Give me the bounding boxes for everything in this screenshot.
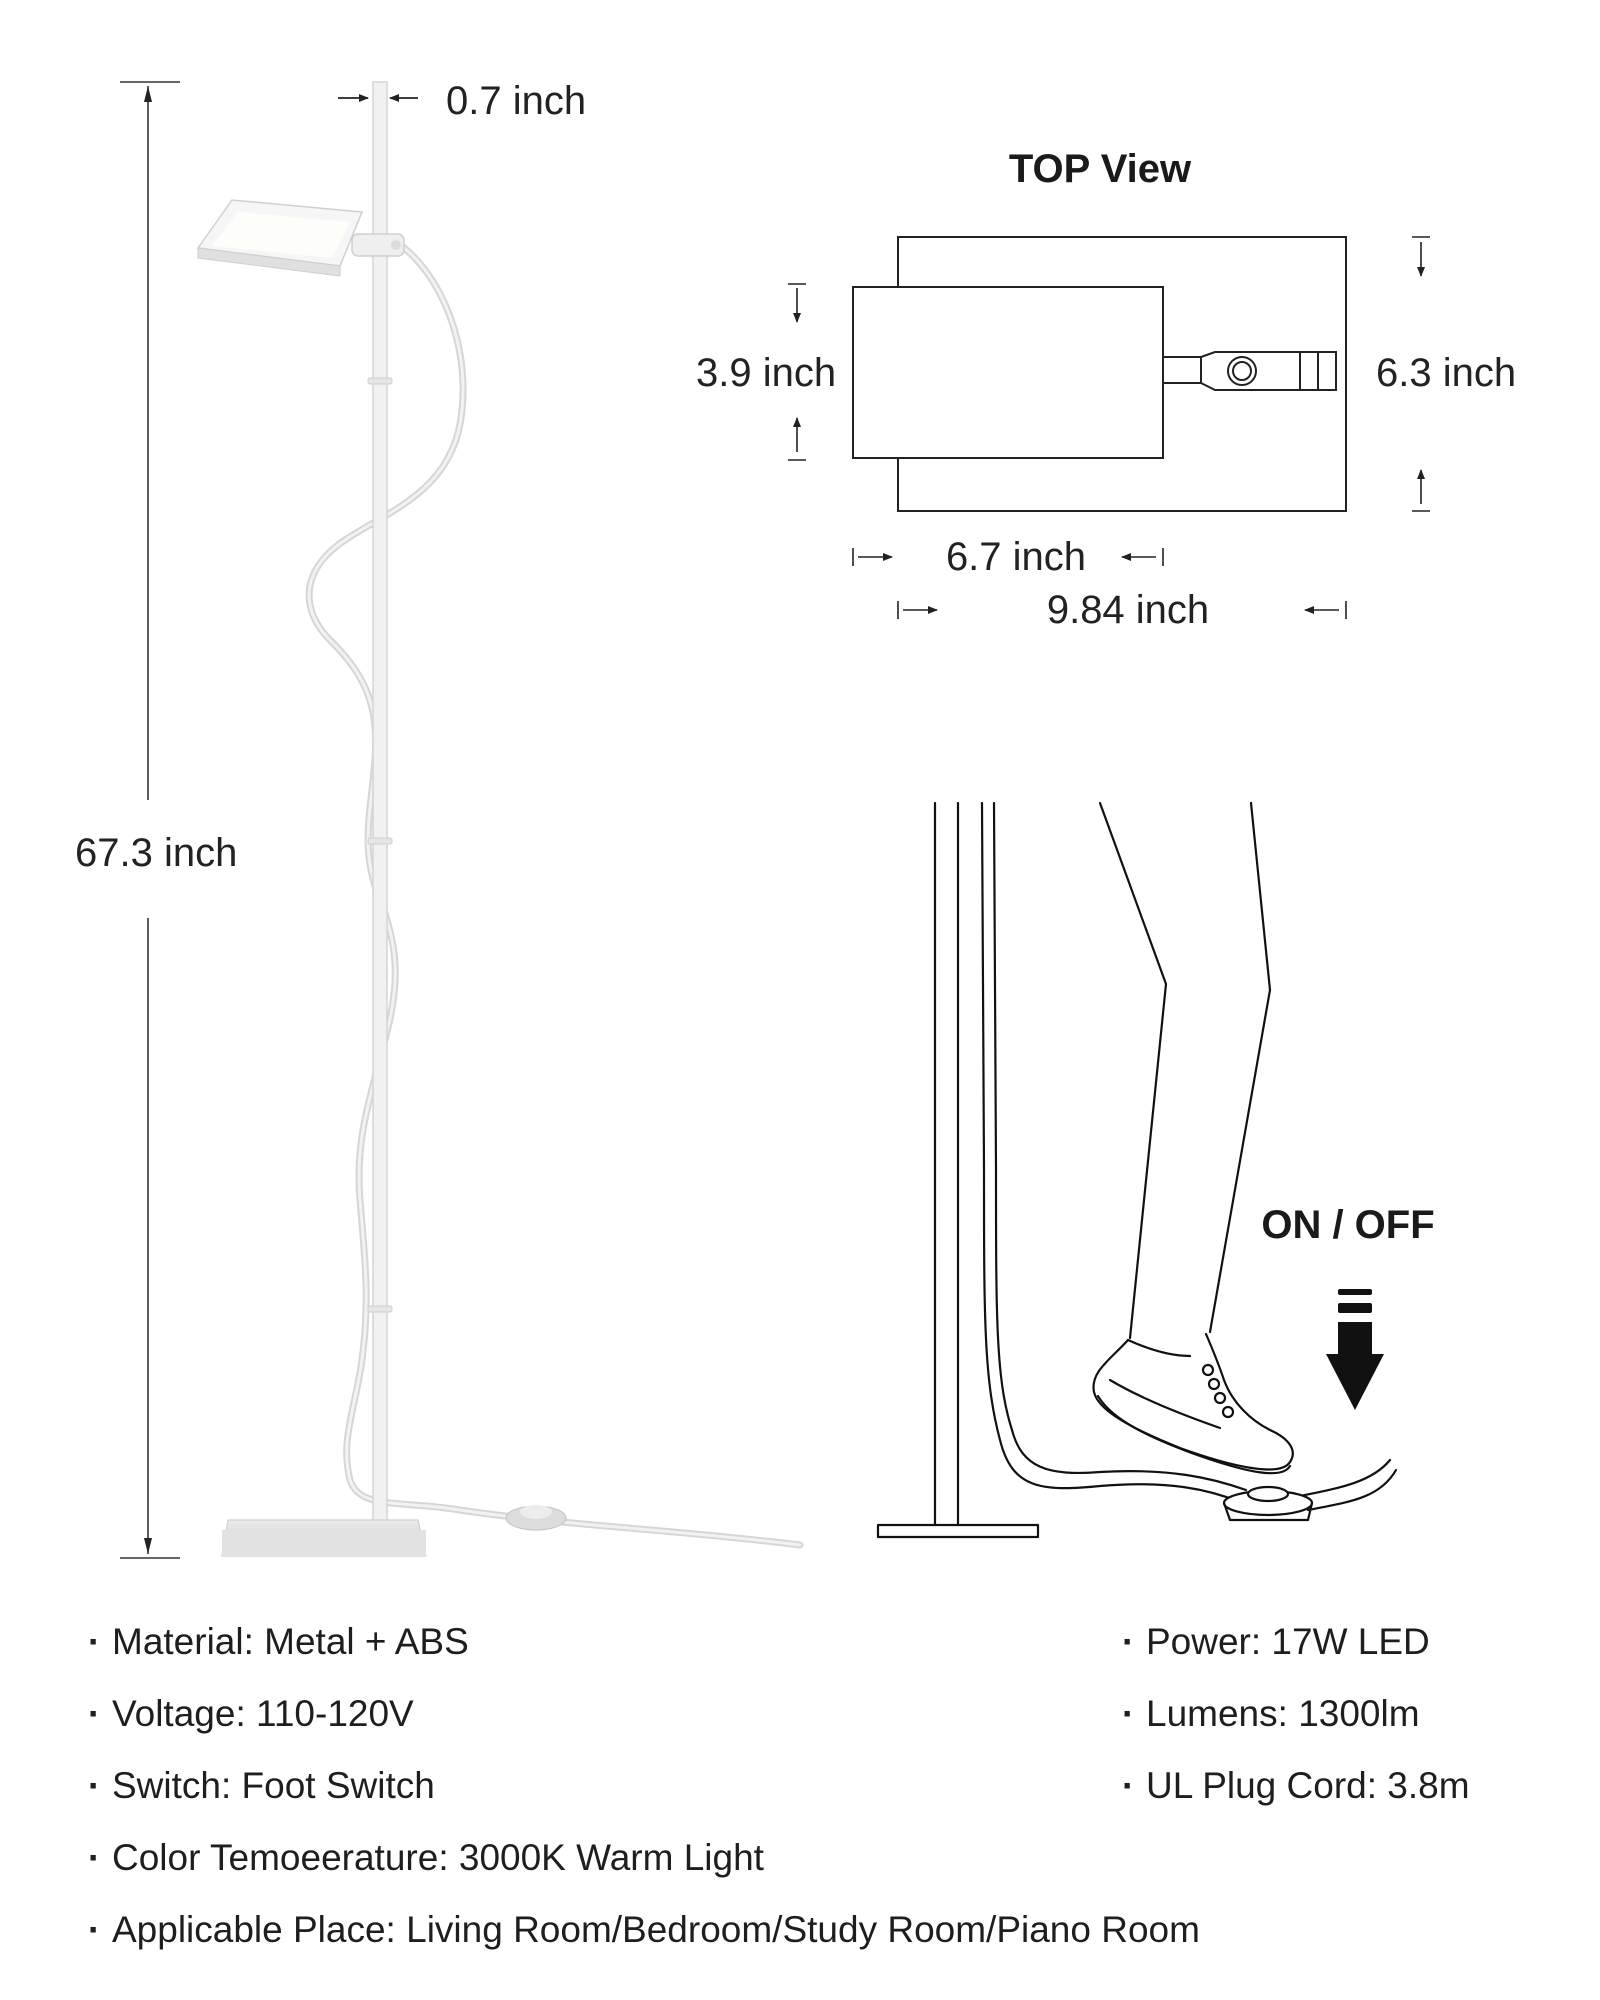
height-label: 67.3 inch bbox=[75, 831, 237, 875]
height-dimension-line bbox=[120, 81, 180, 1559]
spec-text: Voltage: 110-120V bbox=[112, 1693, 414, 1734]
spec-power: · Power: 17W LED bbox=[1122, 1620, 1430, 1664]
spec-plug-cord: · UL Plug Cord: 3.8m bbox=[1122, 1764, 1470, 1808]
head-depth-label: 3.9 inch bbox=[696, 351, 836, 395]
floor-lamp-illustration: 67.3 inch 0.7 inch bbox=[75, 79, 804, 1559]
base-width-dimension bbox=[897, 601, 1347, 619]
spec-text: UL Plug Cord: 3.8m bbox=[1146, 1765, 1470, 1806]
bullet: · bbox=[1122, 1765, 1135, 1806]
bullet: · bbox=[88, 1621, 101, 1662]
bullet: · bbox=[1122, 1693, 1135, 1734]
shoe-outline bbox=[1092, 1332, 1294, 1475]
spec-material: · Material: Metal + ABS bbox=[88, 1620, 469, 1664]
base-width-label: 9.84 inch bbox=[1047, 588, 1209, 632]
spec-text: Power: 17W LED bbox=[1146, 1621, 1430, 1662]
bullet: · bbox=[1122, 1621, 1135, 1662]
spec-text: Applicable Place: Living Room/Bedroom/St… bbox=[112, 1909, 1200, 1950]
spec-applicable-place: · Applicable Place: Living Room/Bedroom/S… bbox=[88, 1908, 1200, 1952]
leg-outline bbox=[1098, 801, 1168, 1340]
connector-arm bbox=[1162, 351, 1337, 391]
lamp-head bbox=[196, 199, 405, 277]
top-view-diagram: TOP View 3.9 inch 6 bbox=[696, 147, 1516, 632]
lamp-pole bbox=[372, 81, 388, 1533]
head-outline bbox=[852, 286, 1164, 459]
head-depth-dimension bbox=[788, 283, 806, 461]
foot-switch bbox=[505, 1505, 567, 1531]
base-depth-label: 6.3 inch bbox=[1376, 351, 1516, 395]
spec-voltage: · Voltage: 110-120V bbox=[88, 1692, 414, 1736]
base-depth-dimension bbox=[1412, 236, 1430, 512]
spec-color-temperature: · Color Temoeerature: 3000K Warm Light bbox=[88, 1836, 764, 1880]
lamp-base bbox=[221, 1519, 427, 1557]
spec-text: Color Temoeerature: 3000K Warm Light bbox=[112, 1837, 764, 1878]
spec-text: Lumens: 1300lm bbox=[1146, 1693, 1420, 1734]
pole-diameter-label: 0.7 inch bbox=[446, 79, 586, 123]
spec-lumens: · Lumens: 1300lm bbox=[1122, 1692, 1420, 1736]
top-view-title: TOP View bbox=[1009, 147, 1192, 191]
head-width-dimension bbox=[852, 548, 1164, 566]
spec-text: Switch: Foot Switch bbox=[112, 1765, 435, 1806]
bullet: · bbox=[88, 1693, 101, 1734]
bullet: · bbox=[88, 1765, 101, 1806]
on-off-label: ON / OFF bbox=[1261, 1203, 1434, 1247]
bullet: · bbox=[88, 1909, 101, 1950]
bullet: · bbox=[88, 1837, 101, 1878]
foot-switch-demo bbox=[876, 801, 1398, 1539]
spec-text: Material: Metal + ABS bbox=[112, 1621, 469, 1662]
head-width-label: 6.7 inch bbox=[946, 535, 1086, 579]
press-down-arrow-icon bbox=[1326, 1289, 1384, 1410]
spec-switch: · Switch: Foot Switch bbox=[88, 1764, 435, 1808]
